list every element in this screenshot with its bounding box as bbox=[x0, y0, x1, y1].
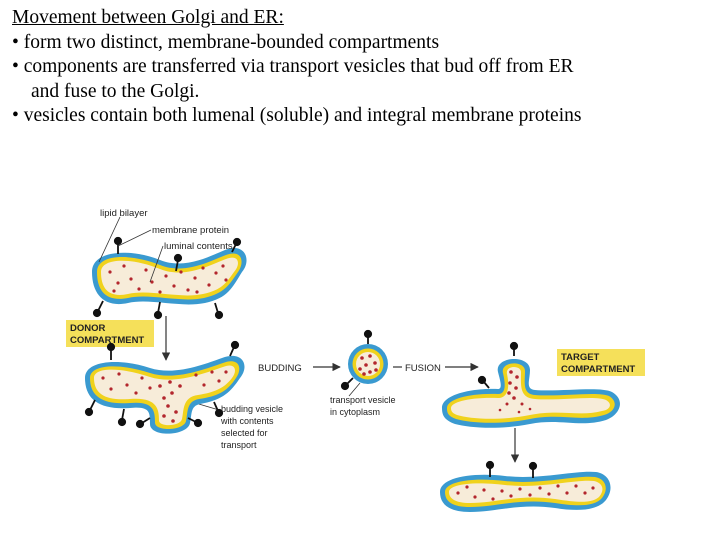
donor-tag-line1: DONOR bbox=[70, 323, 106, 334]
label-leaders bbox=[98, 216, 361, 411]
target-tag-line2: COMPARTMENT bbox=[561, 364, 635, 375]
label-budding-vesicle-2: with contents bbox=[220, 416, 274, 426]
target-compartment-final bbox=[440, 460, 611, 512]
donor-tag-box bbox=[66, 320, 154, 347]
target-lumen bbox=[451, 366, 610, 419]
bullet-2: • components are transferred via transpo… bbox=[12, 56, 574, 77]
label-membrane-protein: membrane protein bbox=[152, 225, 229, 236]
label-budding-vesicle-1: budding vesicle bbox=[221, 404, 283, 414]
final-lumen bbox=[449, 480, 603, 503]
slide-title: Movement between Golgi and ER: bbox=[12, 7, 284, 28]
bullet-1: • form two distinct, membrane-bounded co… bbox=[12, 31, 440, 53]
label-transport-vesicle-2: in cytoplasm bbox=[330, 407, 380, 417]
donor-cargo bbox=[108, 264, 228, 294]
target-membrane-proteins bbox=[477, 341, 519, 389]
donor-tag-line2: COMPARTMENT bbox=[70, 335, 144, 346]
donor-tag: DONOR COMPARTMENT bbox=[66, 320, 154, 347]
label-transport-vesicle-1: transport vesicle bbox=[330, 395, 396, 405]
target-compartment-fusing bbox=[442, 341, 620, 428]
budding-cargo bbox=[101, 370, 228, 423]
label-luminal-contents: luminal contents bbox=[164, 241, 233, 252]
bullet-3: • vesicles contain both lumenal (soluble… bbox=[12, 105, 582, 126]
target-cargo bbox=[498, 370, 532, 414]
transport-vesicle bbox=[340, 329, 388, 391]
donor-lumen bbox=[101, 257, 238, 296]
final-membrane-proteins bbox=[485, 460, 538, 478]
budding-lumen bbox=[94, 365, 235, 426]
target-tag-box bbox=[557, 349, 645, 376]
donor-membrane-proteins bbox=[92, 236, 242, 320]
label-budding: BUDDING bbox=[258, 363, 302, 374]
label-budding-vesicle-4: transport bbox=[221, 440, 257, 450]
transport-vesicle-proteins bbox=[340, 329, 373, 391]
donor-compartment bbox=[92, 236, 247, 320]
slide-text: Movement between Golgi and ER: • form tw… bbox=[12, 6, 718, 129]
target-tag-line1: TARGET bbox=[561, 352, 600, 363]
target-tag: TARGET COMPARTMENT bbox=[557, 349, 645, 376]
final-cargo bbox=[456, 484, 595, 501]
transport-vesicle-cargo bbox=[358, 354, 378, 376]
label-fusion: FUSION bbox=[405, 363, 441, 374]
budding-membrane-proteins bbox=[84, 340, 240, 429]
bullet-2-continued: and fuse to the Golgi. bbox=[31, 80, 200, 102]
label-lipid-bilayer: lipid bilayer bbox=[100, 208, 148, 219]
budding-compartment bbox=[84, 340, 245, 434]
label-budding-vesicle-3: selected for bbox=[221, 428, 268, 438]
